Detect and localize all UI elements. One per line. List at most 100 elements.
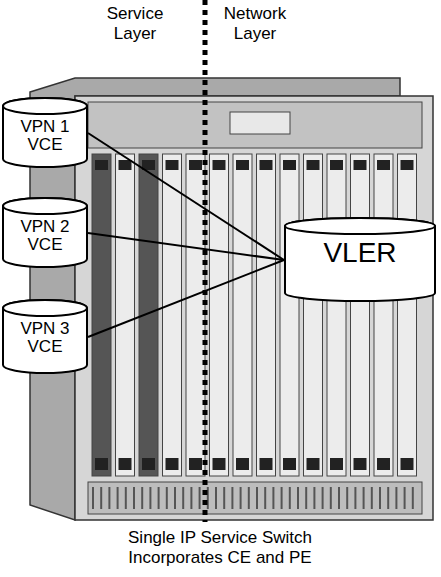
card-ejector	[213, 160, 226, 170]
grille-slot	[395, 487, 397, 509]
line-card	[257, 154, 276, 476]
fan-tray	[88, 102, 422, 148]
grille-slot	[199, 487, 201, 509]
card-ejector	[330, 160, 343, 170]
card-ejector	[354, 160, 367, 170]
line-card	[398, 154, 417, 476]
grille-slot	[387, 487, 389, 509]
card-ejector	[166, 458, 179, 470]
grille-slot	[272, 487, 274, 509]
grille-slot	[92, 487, 94, 509]
cylinder-top	[285, 218, 435, 234]
cylinder-body	[3, 300, 87, 373]
card-ejector	[166, 160, 179, 170]
layer-label: Network Layer	[214, 4, 296, 43]
connector-line	[88, 233, 284, 260]
chassis-front	[75, 96, 433, 520]
grille-slot	[174, 487, 176, 509]
card-ejector	[213, 458, 226, 470]
grille-slot	[338, 487, 340, 509]
line-card	[233, 154, 252, 476]
card-ejector	[401, 458, 414, 470]
line-card	[210, 154, 229, 476]
cylinder-node: VPN 1 VCE	[2, 98, 88, 168]
line-card	[92, 154, 111, 476]
grille-slot	[108, 487, 110, 509]
grille-slot	[313, 487, 315, 509]
grille-slot	[404, 487, 406, 509]
grille-slot	[256, 487, 258, 509]
card-ejector	[236, 458, 249, 470]
grille-slot	[231, 487, 233, 509]
line-card	[327, 154, 346, 476]
grille-slot	[322, 487, 324, 509]
grille-slot	[297, 487, 299, 509]
grille-slot	[305, 487, 307, 509]
cylinder-top	[3, 98, 87, 114]
card-ejector	[119, 160, 132, 170]
grille-slot	[158, 487, 160, 509]
line-card	[304, 154, 323, 476]
card-ejector	[189, 458, 202, 470]
cylinder-top	[3, 300, 87, 316]
line-card	[374, 154, 393, 476]
card-ejector	[307, 458, 320, 470]
grille-slot	[281, 487, 283, 509]
cylinder-node: VPN 3 VCE	[2, 300, 88, 374]
line-card	[351, 154, 370, 476]
cylinder-body	[3, 198, 87, 267]
cylinder-body	[3, 98, 87, 167]
grille-slot	[182, 487, 184, 509]
card-ejector	[95, 458, 108, 470]
grille-slot	[125, 487, 127, 509]
layer-label: Service Layer	[98, 4, 172, 43]
grille-slot	[240, 487, 242, 509]
node-label: VLER	[295, 238, 425, 267]
card-ejector	[330, 458, 343, 470]
card-ejector	[283, 458, 296, 470]
card-ejector	[377, 458, 390, 470]
grille-slot	[100, 487, 102, 509]
card-ejector	[95, 160, 108, 170]
connector-line	[88, 260, 284, 337]
cylinder-body	[285, 218, 435, 301]
grille-slot	[379, 487, 381, 509]
card-ejector	[283, 160, 296, 170]
grille-slot	[141, 487, 143, 509]
grille-slot	[149, 487, 151, 509]
node-label: VPN 2 VCE	[14, 218, 76, 254]
status-display	[230, 112, 290, 134]
grille-slot	[371, 487, 373, 509]
grille-slot	[346, 487, 348, 509]
card-ejector	[307, 160, 320, 170]
line-cards	[92, 154, 417, 476]
line-card	[116, 154, 135, 476]
card-ejector	[142, 458, 155, 470]
grille-slots	[93, 487, 413, 509]
card-ejector	[354, 458, 367, 470]
card-ejector	[189, 160, 202, 170]
card-ejector	[377, 160, 390, 170]
grille-slot	[117, 487, 119, 509]
card-ejector	[119, 458, 132, 470]
connector-line	[88, 133, 284, 260]
grille-slot	[133, 487, 135, 509]
grille-slot	[248, 487, 250, 509]
grille-slot	[190, 487, 192, 509]
grille-slot	[223, 487, 225, 509]
bottom-grille	[88, 482, 422, 514]
grille-slot	[289, 487, 291, 509]
layer-divider	[203, 0, 208, 522]
cylinder-node: VPN 2 VCE	[2, 198, 88, 268]
grille-slot	[330, 487, 332, 509]
grille-slot	[354, 487, 356, 509]
card-ejector	[260, 458, 273, 470]
cylinder-top	[3, 198, 87, 214]
card-ejector	[401, 160, 414, 170]
grille-slot	[363, 487, 365, 509]
grille-slot	[264, 487, 266, 509]
node-label: VPN 3 VCE	[14, 320, 76, 356]
grille-slot	[166, 487, 168, 509]
grille-slot	[215, 487, 217, 509]
